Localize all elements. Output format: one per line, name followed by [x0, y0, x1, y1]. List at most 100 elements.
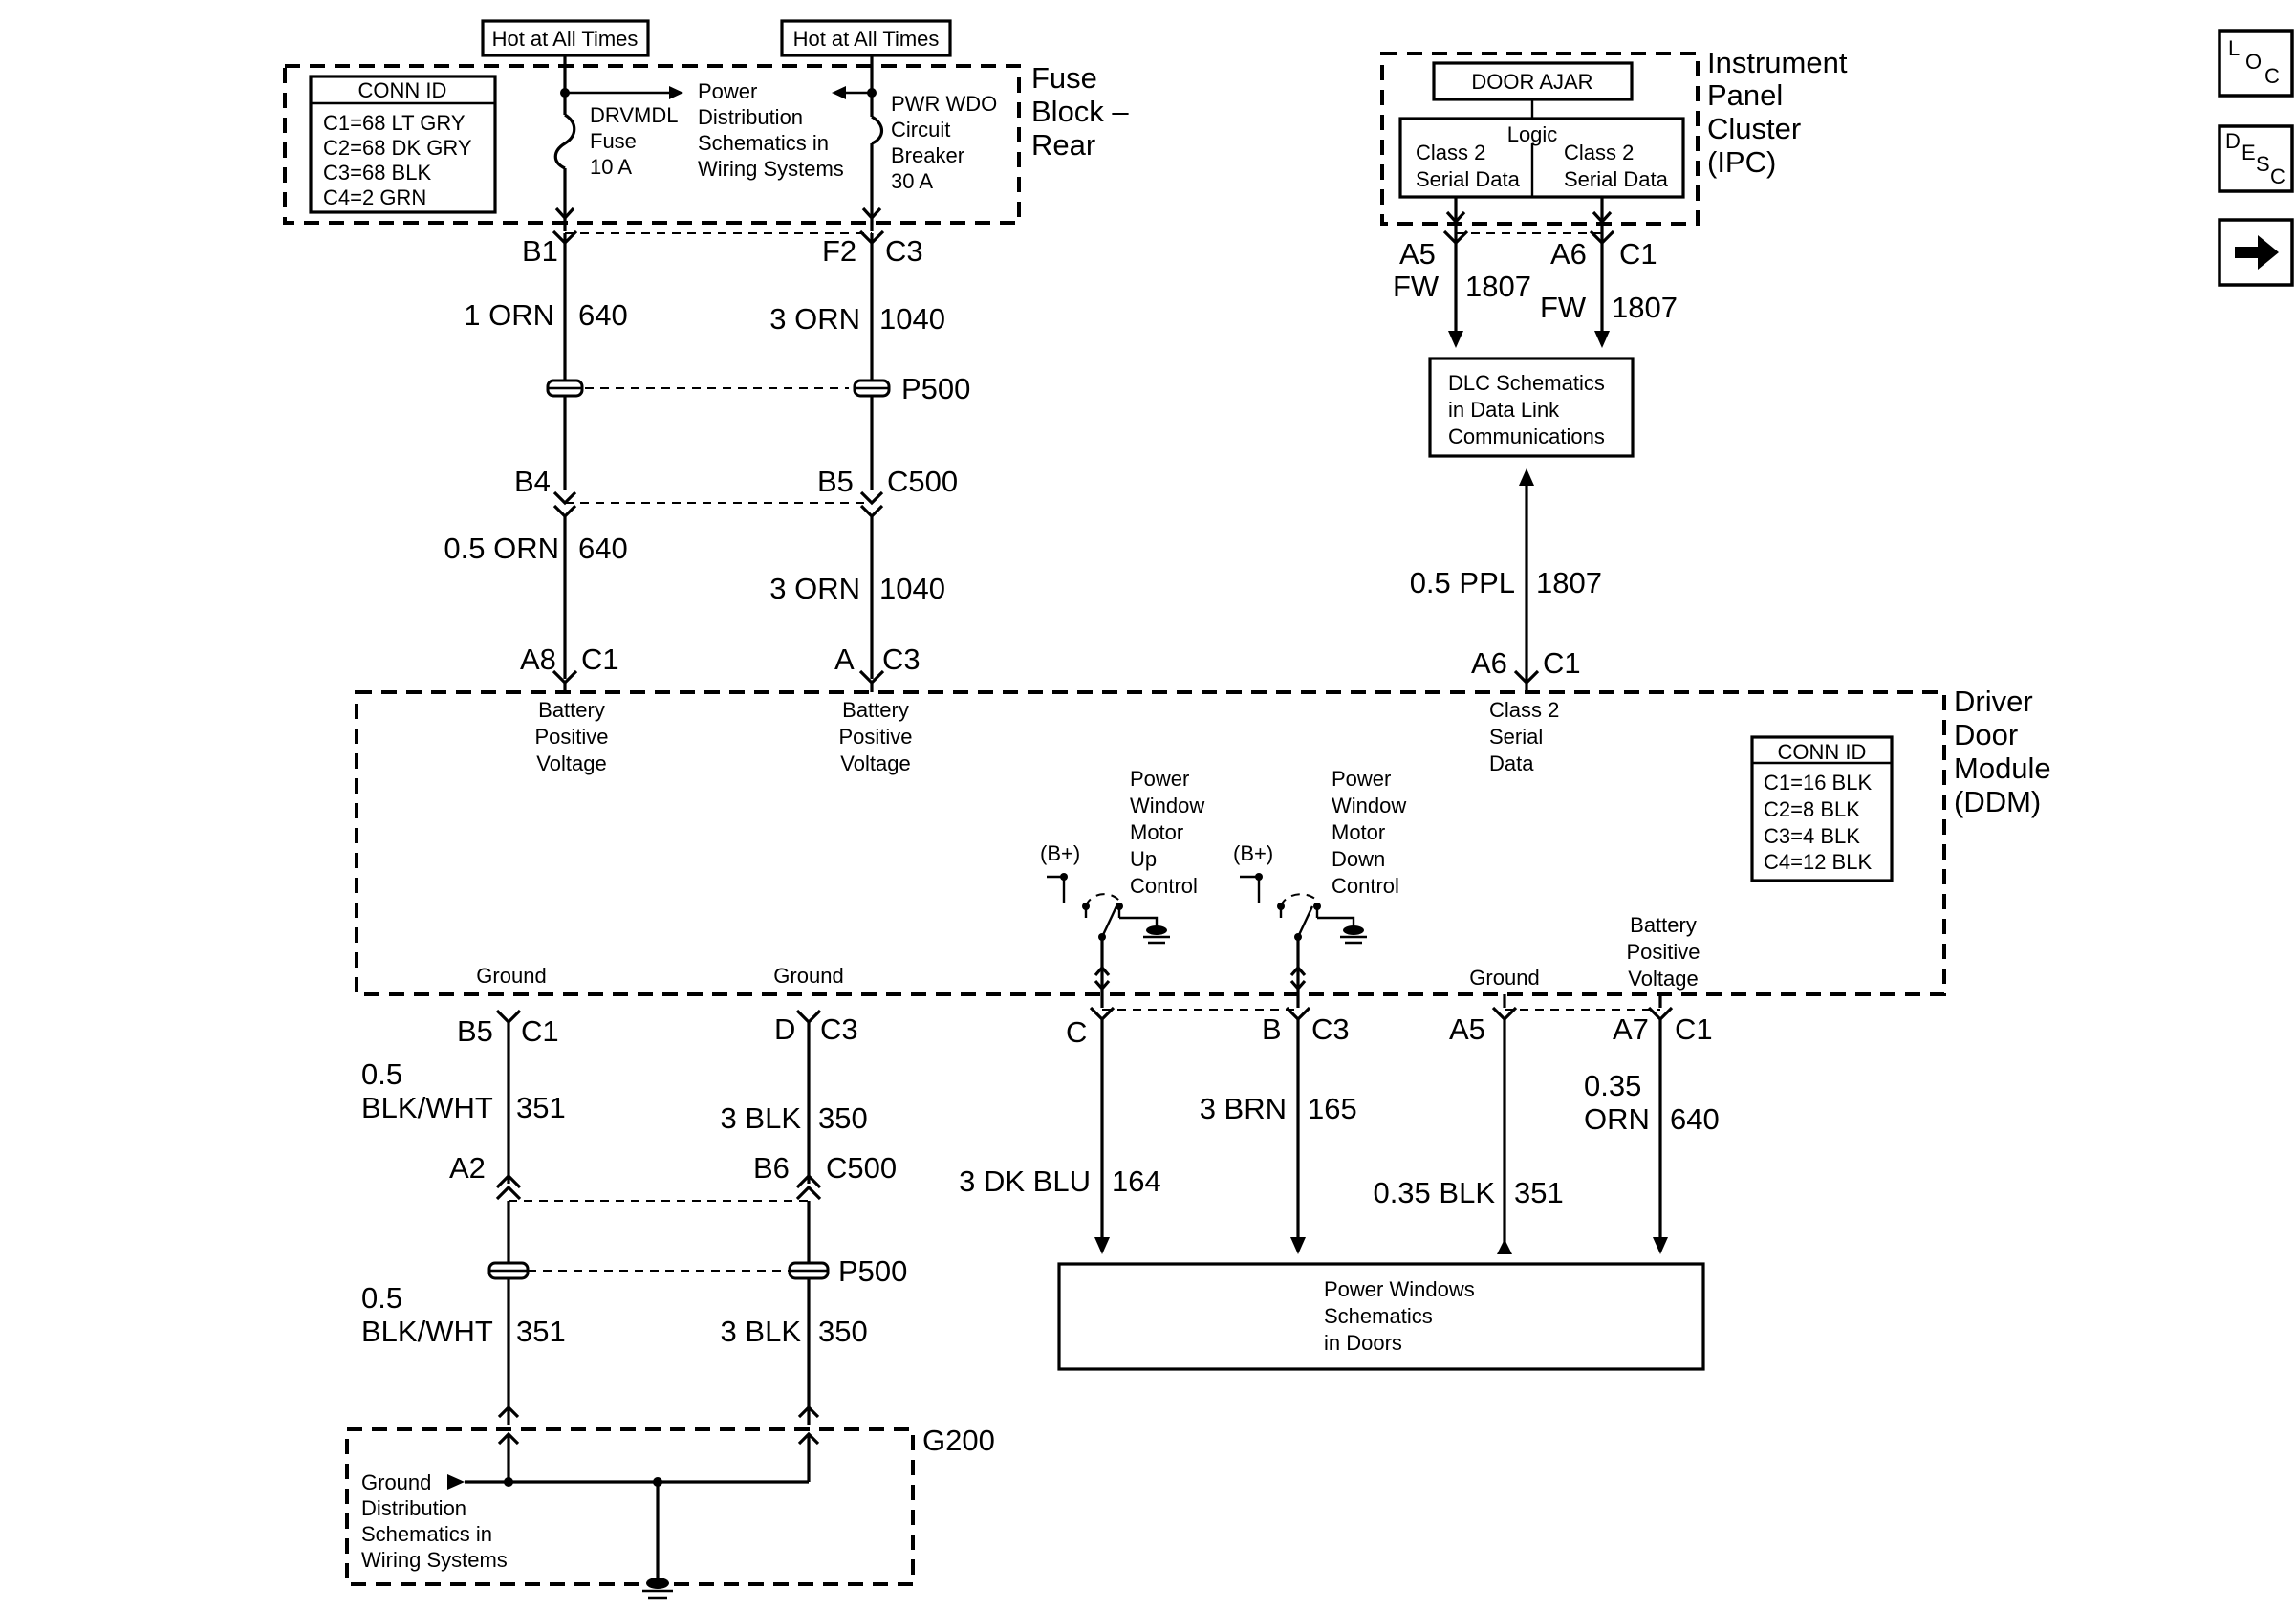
- loc-button[interactable]: L O C: [2218, 29, 2294, 98]
- connector-c1: C1: [1619, 237, 1657, 271]
- connector-icon: [795, 1009, 822, 1025]
- g200-ground: G200 Ground Distribution Schematics in W…: [345, 1424, 995, 1600]
- pin-c: C: [1066, 1015, 1087, 1049]
- connector-c1: C1: [1543, 646, 1581, 680]
- arrow-up-icon: [1497, 1239, 1512, 1254]
- connector-p500: P500: [838, 1254, 907, 1288]
- wire-gauge: BLK/WHT: [361, 1315, 493, 1348]
- wire-gauge: 3 BRN: [1200, 1092, 1287, 1125]
- conn-id-line: C4=12 BLK: [1764, 850, 1872, 874]
- connector-icon: [552, 490, 577, 506]
- ddm-control-label: Control: [1332, 874, 1399, 898]
- ddm-pin-label: Positive: [838, 725, 912, 749]
- arrow-down-icon: [554, 207, 575, 221]
- svg-text:Fuse: Fuse: [1031, 61, 1097, 95]
- ipc-serial-label: Serial Data: [1416, 167, 1521, 191]
- logic-label: Logic: [1507, 122, 1558, 146]
- wire-gauge: 0.5: [361, 1281, 402, 1315]
- arrow-down-icon: [1594, 331, 1610, 348]
- ground-icon: [642, 1578, 673, 1600]
- connector-icon: [859, 490, 884, 506]
- door-ajar-label: DOOR AJAR: [1471, 70, 1592, 94]
- ddm-name-3: Module: [1954, 751, 2051, 785]
- conn-id-title: CONN ID: [1778, 740, 1867, 764]
- connector-c1: C1: [1675, 1012, 1713, 1046]
- wire-gauge: ORN: [1584, 1102, 1650, 1136]
- wire-gauge: 0.5 ORN: [444, 532, 559, 565]
- ipc-serial-label: Class 2: [1564, 141, 1634, 164]
- connector-icon: [552, 504, 577, 519]
- wire-circuit: 350: [818, 1101, 868, 1135]
- conn-id-title: CONN ID: [358, 78, 447, 102]
- connector-icon: [1285, 1006, 1311, 1022]
- conn-id-line: C2=8 BLK: [1764, 797, 1860, 821]
- ddm-pin-label: Battery: [1630, 913, 1697, 937]
- wire-circuit: 1807: [1465, 270, 1531, 303]
- ground-dist-label: Ground: [361, 1470, 431, 1494]
- ipc-serial-label: Serial Data: [1564, 167, 1669, 191]
- arrow-down-icon: [1445, 210, 1466, 225]
- connector-icon: [495, 1009, 522, 1025]
- window-up-switch: Power Window Motor Up Control (B+): [1040, 767, 1204, 1008]
- wire-gauge: 3 ORN: [769, 302, 860, 336]
- connector-icon: [859, 504, 884, 519]
- connector-c3: C3: [1311, 1012, 1350, 1046]
- ddm-control-label: Power: [1130, 767, 1189, 791]
- window-down-switch: Power Window Motor Down Control (B+): [1233, 767, 1406, 1008]
- desc-letter: S: [2256, 152, 2270, 176]
- wire-label-fw: FW: [1540, 291, 1587, 324]
- arrow-up-icon: [797, 1404, 820, 1419]
- desc-button[interactable]: D E S C: [2218, 124, 2294, 193]
- connector-c1: C1: [521, 1014, 559, 1048]
- ddm-control-label: Control: [1130, 874, 1198, 898]
- breaker-label-2: Circuit: [891, 118, 950, 142]
- fuse-block-name-2: Block –: [1031, 95, 1129, 128]
- breaker-label-3: Breaker: [891, 143, 964, 167]
- pin-a8: A8: [520, 642, 556, 676]
- connector-c3: C3: [882, 642, 921, 676]
- arrow-down-icon: [861, 207, 882, 221]
- arrow-right-icon: [2235, 235, 2279, 270]
- dlc-label-1: DLC Schematics: [1448, 371, 1605, 395]
- desc-letter: D: [2225, 129, 2241, 153]
- wire-label-fw: FW: [1393, 270, 1440, 303]
- wire-circuit: 350: [818, 1315, 868, 1348]
- wire-gauge: 0.35 BLK: [1373, 1176, 1495, 1209]
- power-dist-label-3: Schematics in: [698, 131, 829, 155]
- ddm-control-label: Window: [1130, 794, 1204, 817]
- g200-label: G200: [922, 1424, 995, 1457]
- power-windows-label-3: in Doors: [1324, 1331, 1402, 1355]
- pin-a5: A5: [1399, 237, 1436, 271]
- ddm-control-label: Motor: [1130, 820, 1183, 844]
- ddm-pin-label: Voltage: [1628, 967, 1698, 991]
- arrow-right-icon: [669, 86, 683, 99]
- arrow-left-icon: [832, 86, 846, 99]
- wire-gauge: 3 DK BLU: [959, 1165, 1091, 1198]
- conn-id-line: C1=16 BLK: [1764, 771, 1872, 795]
- conn-id-line: C2=68 DK GRY: [323, 136, 472, 160]
- connector-c3: C3: [820, 1012, 858, 1046]
- wire-gauge: 0.5: [361, 1057, 402, 1091]
- connector-p500: P500: [901, 372, 970, 405]
- fuse-icon: [553, 113, 576, 170]
- ddm-control-label: Window: [1332, 794, 1406, 817]
- wire-circuit: 351: [516, 1315, 566, 1348]
- wire-circuit: 1040: [879, 302, 945, 336]
- pin-a: A: [834, 642, 855, 676]
- wire-circuit: 640: [578, 532, 628, 565]
- ipc-name-4: (IPC): [1707, 145, 1776, 179]
- ddm-pin-label: Serial: [1489, 725, 1543, 749]
- next-button[interactable]: [2218, 218, 2294, 287]
- ddm-pin-label: Positive: [1626, 940, 1700, 964]
- fuse-label-1: DRVMDL: [590, 103, 679, 127]
- connector-c500: C500: [887, 465, 958, 498]
- bplus-label: (B+): [1233, 841, 1273, 865]
- svg-text:Block –: Block –: [1031, 95, 1129, 128]
- arrow-down-icon: [1094, 1237, 1110, 1254]
- wire-circuit: 165: [1308, 1092, 1357, 1125]
- arrow-down-icon: [1290, 1237, 1306, 1254]
- ground-dist-label: Distribution: [361, 1496, 466, 1520]
- loc-letter: C: [2264, 64, 2280, 88]
- arrow-up-icon: [1289, 965, 1307, 977]
